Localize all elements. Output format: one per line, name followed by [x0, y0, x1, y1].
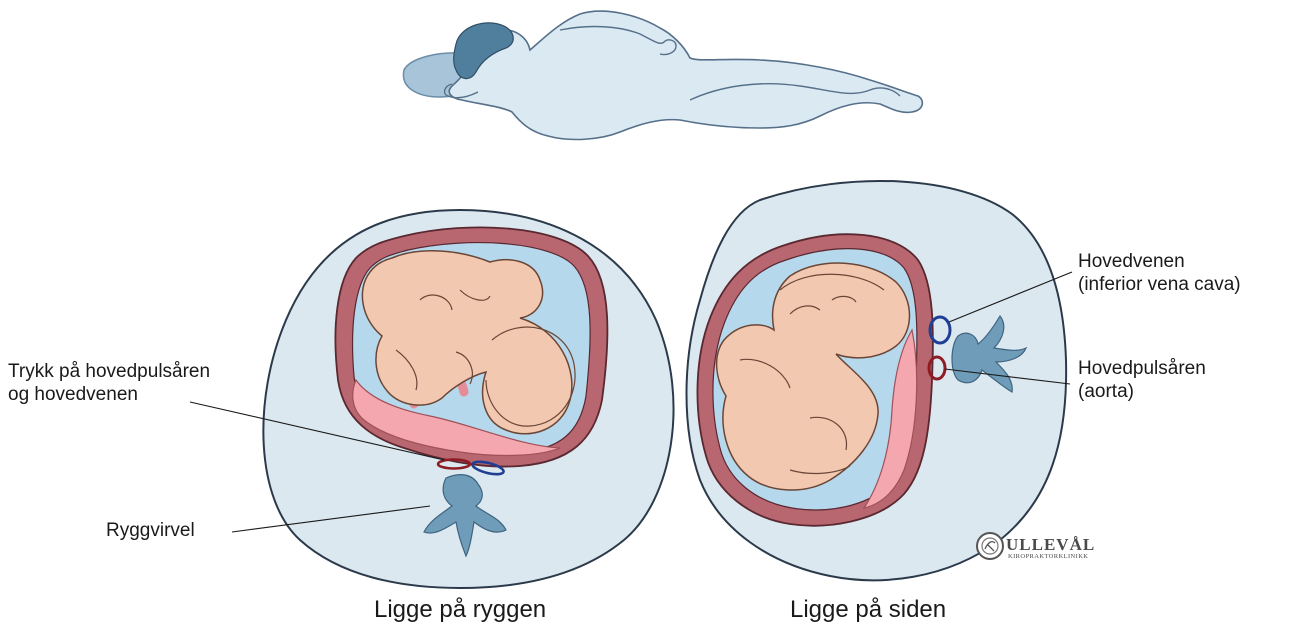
cross-section-side — [687, 181, 1067, 580]
pressure-label: Trykk på hovedpulsåren og hovedvenen — [8, 360, 210, 406]
vein-label-line1: Hovedvenen — [1078, 250, 1241, 273]
artery-label: Hovedpulsåren (aorta) — [1078, 357, 1206, 403]
pressure-label-line2: og hovedvenen — [8, 383, 210, 406]
artery-label-line1: Hovedpulsåren — [1078, 357, 1206, 380]
vein-label: Hovedvenen (inferior vena cava) — [1078, 250, 1241, 296]
caption-side: Ligge på siden — [790, 596, 946, 624]
logo-subtitle: KIROPRAKTORKLINIKK — [1008, 553, 1088, 560]
logo-circle — [977, 533, 1003, 559]
vein-label-line2: (inferior vena cava) — [1078, 273, 1241, 296]
sleeping-woman-figure — [403, 11, 922, 139]
vertebra-label: Ryggvirvel — [106, 519, 195, 542]
woman-body — [449, 11, 922, 139]
clinic-logo-emblem — [977, 533, 1003, 559]
pressure-label-line1: Trykk på hovedpulsåren — [8, 360, 210, 383]
artery-label-line2: (aorta) — [1078, 380, 1206, 403]
cross-section-back — [263, 210, 673, 588]
caption-back: Ligge på ryggen — [374, 596, 546, 624]
logo-name: ULLEVÅL — [1006, 535, 1095, 555]
